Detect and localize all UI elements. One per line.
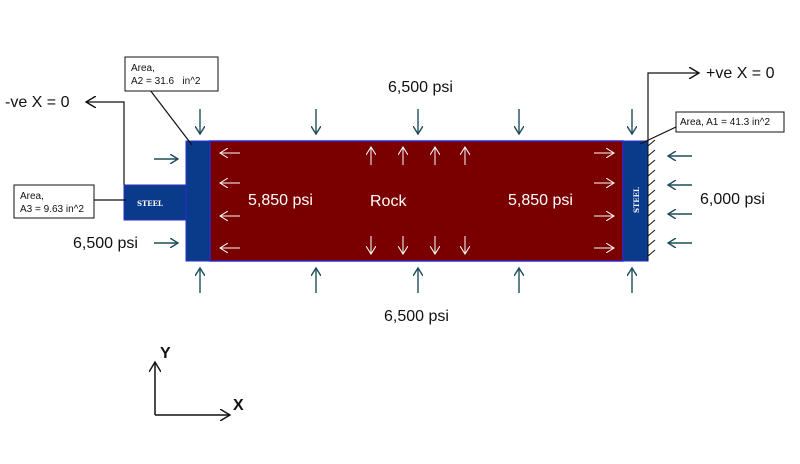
coordinate-axes — [155, 362, 230, 415]
steel-plate-right — [622, 140, 649, 262]
x-axis-label: X — [233, 397, 244, 414]
inner-pressure-left: 5,850 psi — [248, 192, 313, 209]
y-axis-label: Y — [160, 345, 171, 362]
rock-label: Rock — [370, 193, 407, 210]
a3-callout-value: A3 = 9.63 in^2 — [20, 204, 84, 215]
left-boundary-label: -ve X = 0 — [5, 94, 70, 111]
right-pressure-arrows — [668, 156, 692, 243]
steel-stub-left — [123, 184, 187, 221]
right-boundary-leader — [647, 73, 699, 141]
top-pressure-arrows — [200, 109, 632, 134]
right-boundary-label: +ve X = 0 — [706, 65, 775, 82]
steel-label-right: STEEL — [632, 187, 641, 213]
left-pressure-arrows — [154, 159, 178, 243]
a2-callout-box — [124, 56, 219, 92]
a1-callout-box — [675, 111, 785, 133]
left-boundary-leader — [86, 102, 125, 185]
fixed-support-hatching — [647, 139, 656, 261]
bottom-pressure-arrows — [200, 268, 632, 293]
pressure-top-label: 6,500 psi — [388, 79, 453, 96]
a2-callout-leader — [149, 89, 193, 146]
steel-plate-left — [185, 140, 211, 262]
pressure-left-label: 6,500 psi — [73, 235, 138, 252]
a1-callout-leader — [639, 126, 677, 145]
a3-callout-box — [13, 184, 95, 219]
inner-pressure-right: 5,850 psi — [508, 192, 573, 209]
pressure-right-label: 6,000 psi — [700, 191, 765, 208]
internal-stress-arrows — [220, 147, 614, 254]
a2-callout-title: Area, — [131, 63, 155, 74]
a1-callout-text: Area, A1 = 41.3 in^2 — [680, 117, 770, 128]
rock-body — [209, 140, 624, 262]
pressure-bottom-label: 6,500 psi — [384, 308, 449, 325]
a3-callout-title: Area, — [20, 191, 44, 202]
a2-callout-value: A2 = 31.6 in^2 — [131, 76, 201, 87]
steel-label-left: STEEL — [137, 199, 163, 208]
